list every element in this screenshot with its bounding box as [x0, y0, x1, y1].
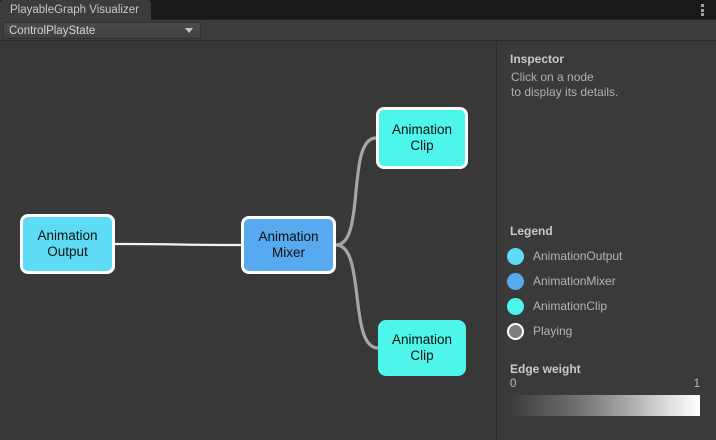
- graph-edge-layer: [113, 136, 380, 350]
- tab-playablegraph-visualizer[interactable]: PlayableGraph Visualizer: [0, 0, 151, 20]
- legend-item-label: Playing: [533, 324, 573, 338]
- edge-weight-min-label: 0: [510, 378, 517, 390]
- graph-node-label-line-1: Animation: [258, 229, 319, 244]
- graph-node-label-line-1: Animation: [37, 228, 98, 243]
- graph-node-label-line-1: Animation: [391, 122, 453, 137]
- kebab-dot: [700, 13, 704, 16]
- edge-output-mixer: [113, 242, 243, 247]
- graph-node-label-line-2: Output: [47, 244, 88, 259]
- edge-weight-title: Edge weight: [510, 362, 581, 376]
- kebab-menu-icon[interactable]: [696, 3, 708, 17]
- legend-item-label: AnimationOutput: [533, 249, 623, 263]
- inspector-panel: Inspector Click on a node to display its…: [496, 41, 716, 440]
- edge-mixer-clip-bottom: [334, 243, 380, 350]
- legend-item-animationmixer: AnimationMixer: [507, 271, 616, 291]
- kebab-dot: [700, 8, 704, 12]
- chevron-down-icon: [185, 28, 193, 33]
- legend-item-playing: Playing: [507, 321, 572, 341]
- kebab-dot: [700, 4, 704, 7]
- legend-swatch-icon: [507, 247, 524, 265]
- graph-node-label-line-1: Animation: [391, 332, 453, 347]
- legend-item-animationclip: AnimationClip: [507, 296, 607, 316]
- graph-selector-dropdown[interactable]: ControlPlayState: [3, 22, 201, 39]
- legend-swatch-icon: [507, 297, 524, 315]
- legend-item-label: AnimationMixer: [533, 274, 616, 288]
- graph-node-label-line-2: Clip: [410, 138, 434, 153]
- legend-title: Legend: [510, 224, 553, 238]
- legend-item-label: AnimationClip: [533, 299, 608, 313]
- inspector-hint-line-1: Click on a node: [511, 70, 594, 84]
- graph-node-label-line-2: Mixer: [272, 245, 305, 260]
- edge-weight-gradient-bar: [510, 395, 700, 416]
- graph-selector-value: ControlPlayState: [9, 24, 96, 37]
- window-tab-bar: PlayableGraph Visualizer: [0, 0, 716, 20]
- toolbar: ControlPlayState: [0, 20, 716, 41]
- edge-weight-max-label: 1: [693, 378, 700, 390]
- edge-mixer-clip-top: [334, 136, 378, 247]
- legend-swatch-icon: [507, 322, 524, 340]
- inspector-title: Inspector: [510, 52, 565, 66]
- tab-label: PlayableGraph Visualizer: [10, 4, 139, 16]
- legend-swatch-icon: [507, 272, 524, 290]
- inspector-hint-line-2: to display its details.: [511, 85, 619, 99]
- graph-node-label-line-2: Clip: [410, 348, 434, 363]
- legend-item-animationoutput: AnimationOutput: [507, 246, 622, 266]
